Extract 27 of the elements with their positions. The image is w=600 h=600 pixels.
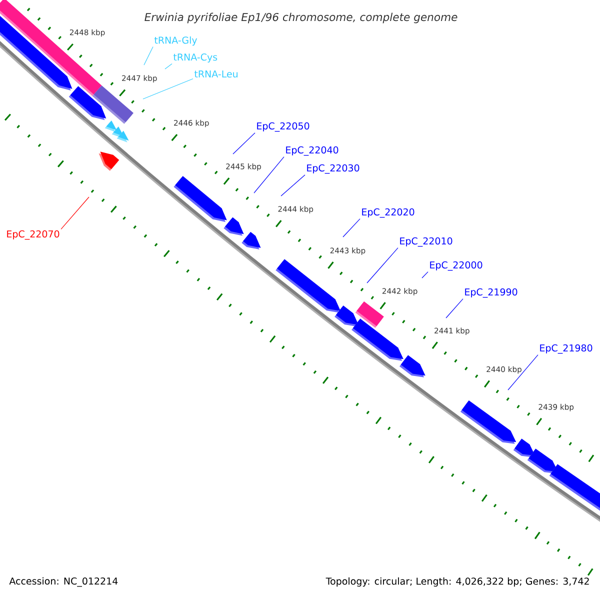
gene-label: EpC_21980 (540, 344, 592, 354)
leader-line (164, 63, 172, 70)
title: Erwinia pyrifoliae Ep1/96 chromosome, complete genome (144, 12, 458, 24)
gene-label: EpC_22030 (307, 164, 360, 174)
gene-label: tRNA-Cys (173, 53, 218, 63)
leader-line (280, 174, 306, 196)
leader-line (254, 156, 284, 194)
accession-text: Accession: NC_012214 (9, 577, 118, 587)
gene-label: EpC_22020 (362, 208, 414, 218)
gene-label: tRNA-Gly (154, 36, 198, 46)
genome-summary: Topology: circular; Length: 4,026,322 bp; Genes: 3,742 (326, 577, 589, 587)
gene-label: tRNA-Leu (194, 70, 238, 78)
leader-line (422, 272, 428, 278)
leader-line (366, 248, 398, 284)
leader-line (232, 132, 256, 154)
leader-line (144, 46, 154, 66)
gene-label: EpC_22040 (286, 146, 338, 156)
leader-line (142, 78, 194, 100)
leader-line (342, 218, 360, 238)
leader-line (508, 354, 538, 390)
gene-label: EpC_22050 (257, 122, 310, 132)
leader-line (60, 196, 90, 230)
gene-label: EpC_22010 (400, 237, 452, 247)
gene-label: EpC_21990 (465, 288, 518, 298)
gene-label: EpC_22070 (7, 230, 60, 240)
leader-line (446, 298, 464, 318)
gene-label: EpC_22000 (430, 261, 482, 271)
